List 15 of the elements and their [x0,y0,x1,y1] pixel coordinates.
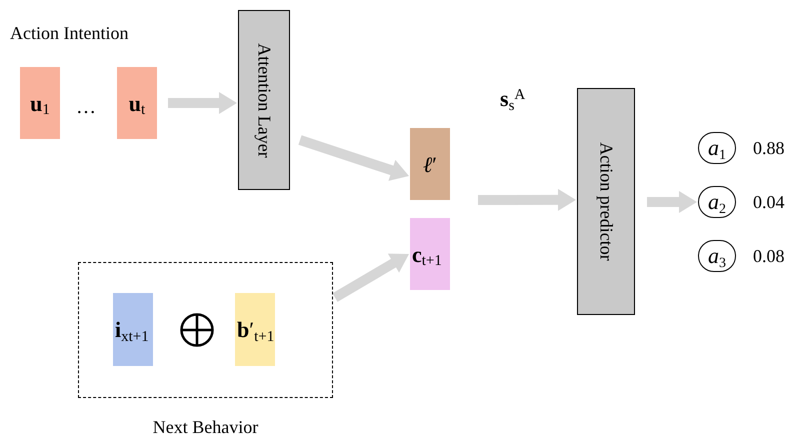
arrow [647,190,697,213]
vector-block: u$_{1}$ [20,67,60,139]
arrow [332,254,409,302]
layer-block: Action predictor [577,88,635,315]
ellipsis-text: … [76,95,96,120]
arrow [478,188,576,211]
layer-block: Attention Layer [238,10,290,190]
vector-block: u$_{t}$ [117,67,157,139]
group-heading: Action Intention [10,22,128,45]
probability-value: 0.88 [753,136,784,160]
probability-value: 0.08 [753,244,784,268]
arrow [168,92,237,114]
arrow [298,135,409,181]
vector-block: ℓ′ [410,128,450,200]
probability-value: 0.04 [753,190,784,214]
